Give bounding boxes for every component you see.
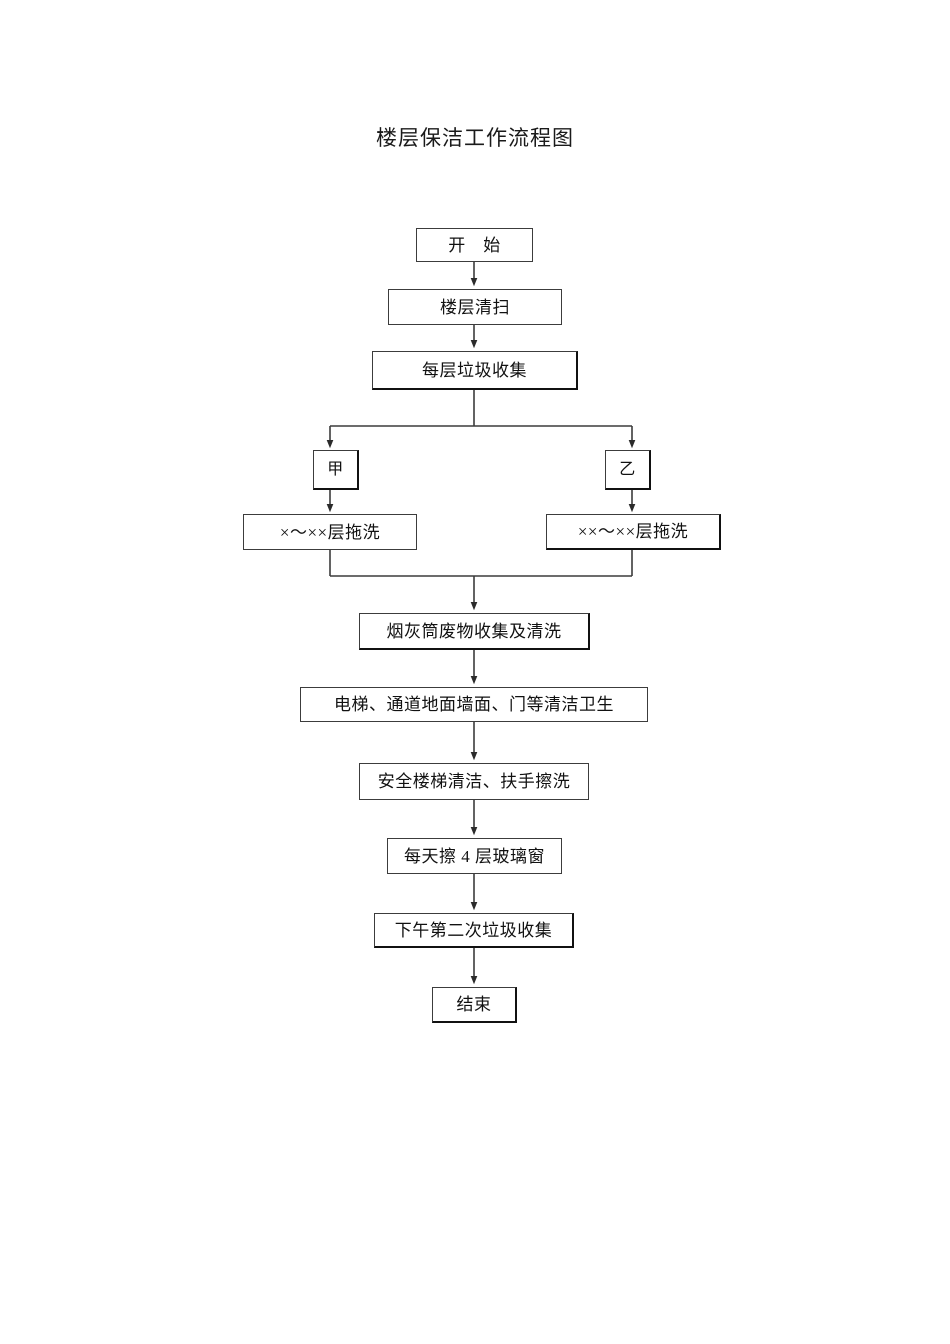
flow-node-ashtray-waste-collect-and-wash: 烟灰筒废物收集及清洗: [359, 613, 590, 650]
flow-node-start: 开 始: [416, 228, 533, 262]
flow-node-end: 结束: [432, 987, 517, 1023]
flow-node-collect-garbage-each-floor: 每层垃圾收集: [372, 351, 578, 390]
page-title: 楼层保洁工作流程图: [376, 126, 574, 150]
flow-node-mop-floors-b: ××～××层拖洗: [546, 514, 721, 550]
flow-node-safety-stairs-handrail: 安全楼梯清洁、扶手擦洗: [359, 763, 589, 800]
flow-node-sweep: 楼层清扫: [388, 289, 562, 325]
flow-node-elevator-corridor-cleaning: 电梯、通道地面墙面、门等清洁卫生: [300, 687, 648, 722]
flow-node-daily-window-wipe: 每天擦 4 层玻璃窗: [387, 838, 562, 874]
flow-node-mop-floors-a: ×～××层拖洗: [243, 514, 417, 550]
flow-node-branch-a: 甲: [313, 450, 359, 490]
flow-node-branch-b: 乙: [605, 450, 651, 490]
flow-node-afternoon-second-collect: 下午第二次垃圾收集: [374, 913, 574, 948]
